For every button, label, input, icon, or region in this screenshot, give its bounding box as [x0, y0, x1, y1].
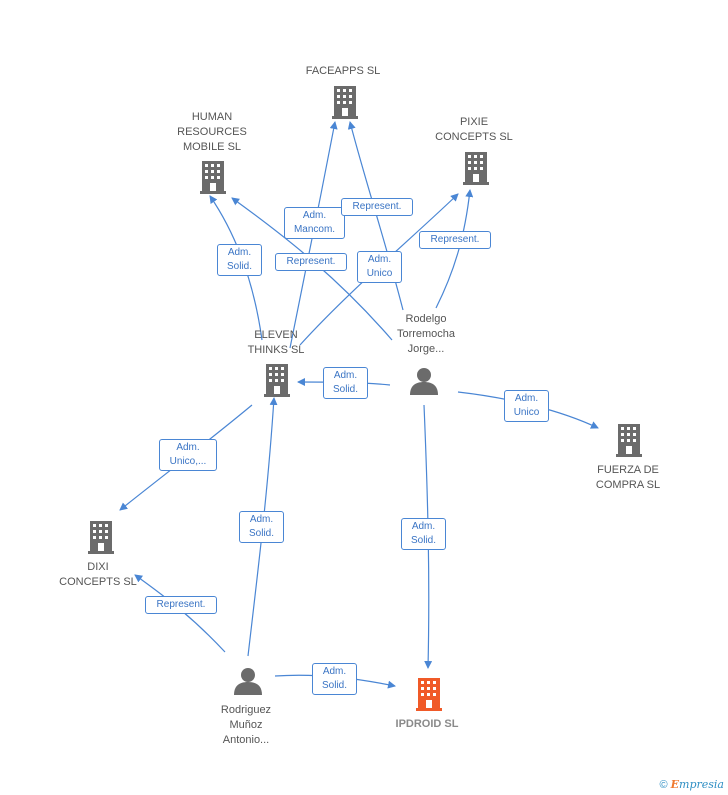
empresia-watermark: © Empresia — [659, 778, 724, 791]
edge-label: Adm. Unico — [357, 251, 402, 283]
edge-line — [435, 189, 474, 309]
building-icon — [264, 364, 290, 397]
node-label-rodelgo[interactable]: Rodelgo Torremocha Jorge... — [396, 313, 456, 355]
edge-label: Adm. Unico,... — [159, 439, 217, 471]
edge-label: Represent. — [341, 198, 413, 216]
brand-initial: E — [670, 778, 680, 791]
building-icon — [463, 152, 489, 185]
edge-label: Adm. Solid. — [401, 518, 446, 550]
node-label-fuerza[interactable]: FUERZA DE COMPRA SL — [595, 464, 661, 491]
node-label-eleven[interactable]: ELEVEN THINKS SL — [247, 329, 305, 356]
edge-line — [289, 121, 338, 349]
building-icon — [616, 424, 642, 457]
node-label-dixi[interactable]: DIXI CONCEPTS SL — [59, 561, 137, 588]
building-icon — [416, 678, 442, 711]
person-icon — [234, 668, 262, 695]
building-icon — [88, 521, 114, 554]
edge-label: Adm. Solid. — [323, 367, 368, 399]
empresia-logo: Empresia — [671, 778, 724, 791]
node-label-rodriguez[interactable]: Rodriguez Muñoz Antonio... — [220, 704, 272, 746]
building-icon — [332, 86, 358, 119]
building-icon — [200, 161, 226, 194]
edge-label: Represent. — [145, 596, 217, 614]
node-label-human-resources[interactable]: HUMAN RESOURCES MOBILE SL — [177, 111, 247, 153]
brand-rest: mpresia — [679, 778, 724, 791]
edge-label: Represent. — [275, 253, 347, 271]
node-label-faceapps[interactable]: FACEAPPS SL — [305, 65, 381, 77]
node-label-pixie[interactable]: PIXIE CONCEPTS SL — [435, 116, 513, 143]
edge-label: Adm. Solid. — [239, 511, 284, 543]
node-label-ipdroid[interactable]: IPDROID SL — [395, 718, 459, 730]
person-icon — [410, 368, 438, 395]
edge-label: Adm. Unico — [504, 390, 549, 422]
edge-label: Adm. Solid. — [217, 244, 262, 276]
edge-label: Represent. — [419, 231, 491, 249]
edge-label: Adm. Mancom. — [284, 207, 345, 239]
copyright-symbol: © — [659, 779, 668, 791]
edge-label: Adm. Solid. — [312, 663, 357, 695]
